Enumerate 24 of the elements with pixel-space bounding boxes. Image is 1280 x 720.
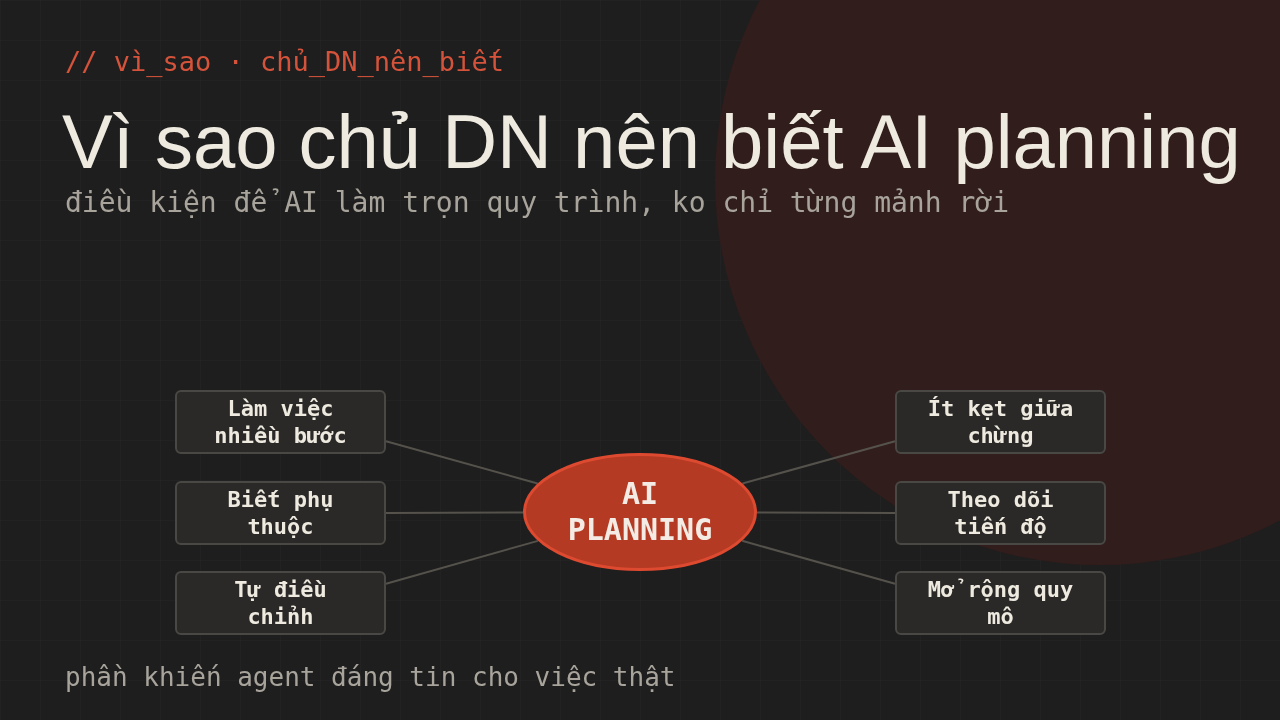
feature-box	[895, 481, 1106, 545]
node-label: AI PLANNING	[566, 476, 714, 548]
title-heading: Vì sao chủ DN nên biết AI planning	[62, 96, 1241, 188]
kicker-text: // vì_sao · chủ_DN_nên_biết	[65, 46, 504, 77]
node-label: Biết phụ thuộc	[226, 486, 335, 540]
feature-box	[175, 390, 386, 454]
connector-line	[741, 440, 896, 485]
node-label: Làm việc nhiều bước	[213, 395, 348, 449]
connector-line	[756, 511, 896, 514]
node-label: Tự điều chỉnh	[233, 576, 328, 630]
node-label: Mở rộng quy mô	[926, 576, 1075, 630]
node-label: Ít kẹt giữa chừng	[926, 395, 1075, 449]
connector-line	[385, 440, 539, 485]
feature-box	[895, 571, 1106, 635]
node-label: Theo dõi tiến độ	[946, 486, 1055, 540]
feature-box	[175, 571, 386, 635]
subtitle-text: điều kiện để AI làm trọn quy trình, ko chỉ từng mảnh rời	[65, 186, 1009, 219]
connector-line	[385, 511, 524, 514]
feature-box	[175, 481, 386, 545]
connector-line	[741, 539, 896, 585]
central-ellipse	[523, 453, 757, 571]
footer-text: phần khiến agent đáng tin cho việc thật	[65, 662, 676, 692]
feature-box	[895, 390, 1106, 454]
connector-line	[385, 539, 539, 585]
